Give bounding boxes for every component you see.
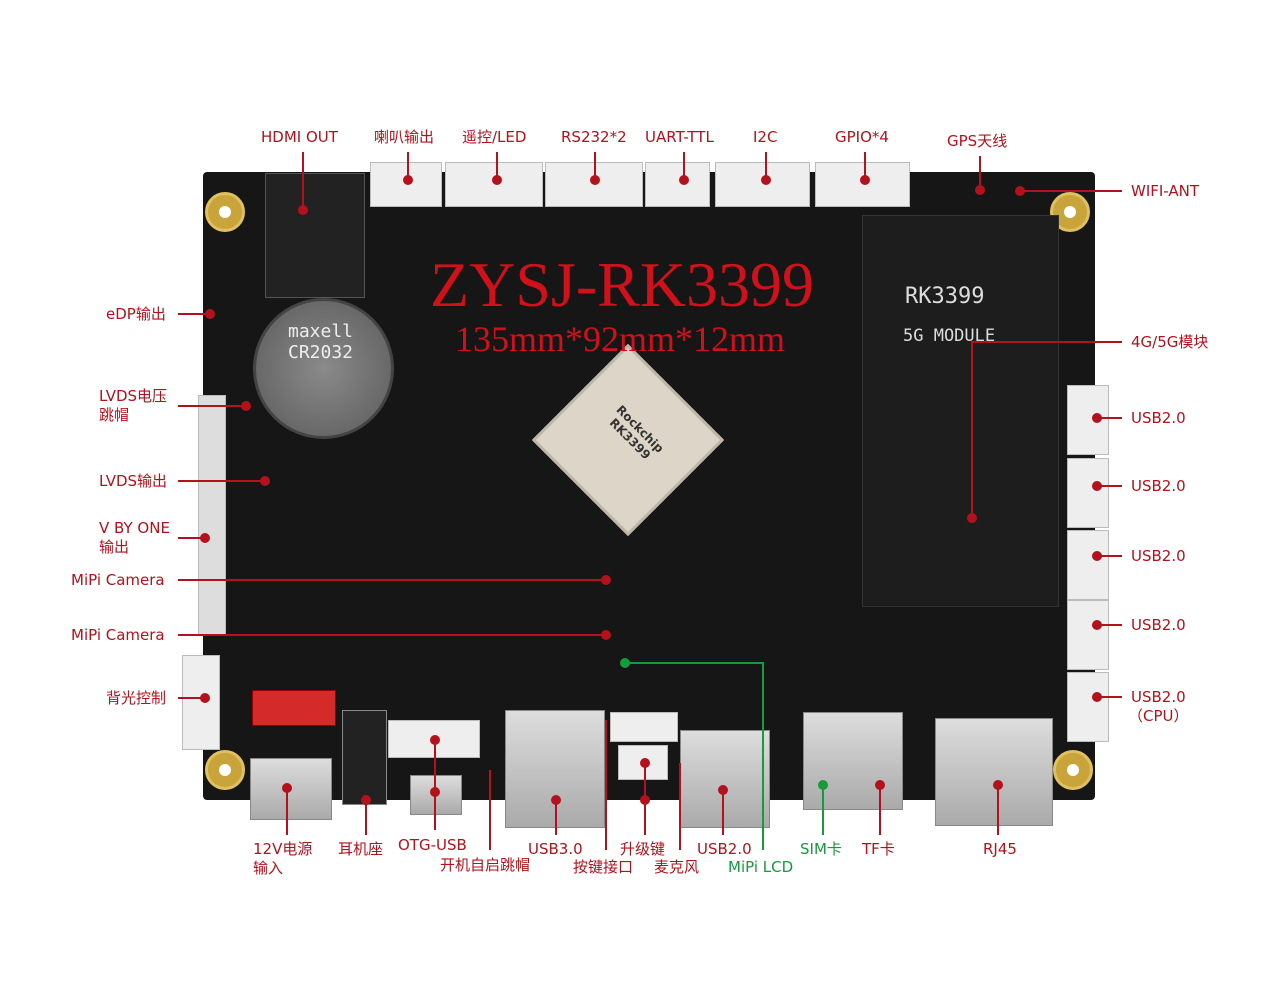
label-gpio: GPIO*4	[835, 128, 889, 146]
usb2-port	[680, 730, 770, 828]
label-upgrade: 升级键	[620, 840, 666, 858]
label-headphone: 耳机座	[338, 840, 384, 858]
coin-battery: maxell CR2032	[253, 298, 394, 439]
label-12v: 12V电源	[253, 840, 313, 858]
label-sim: SIM卡	[800, 840, 842, 858]
usb-header	[1067, 600, 1109, 670]
board-title: ZYSJ-RK3399	[430, 249, 815, 320]
label-vbyone: V BY ONE	[99, 519, 170, 537]
label-edp: eDP输出	[106, 305, 166, 323]
label-i2c: I2C	[753, 128, 778, 146]
label-usb2-1: USB2.0	[1131, 409, 1186, 427]
label-hdmi-out: HDMI OUT	[261, 128, 338, 146]
label-mipi-camera-1: MiPi Camera	[71, 571, 165, 589]
rj45-port	[935, 718, 1053, 826]
label-usb2-3: USB2.0	[1131, 547, 1186, 565]
label-usb3: USB3.0	[528, 840, 583, 858]
power-switch-header	[252, 690, 336, 726]
usb-header	[1067, 385, 1109, 455]
usb3-port	[505, 710, 605, 828]
ir-led-connector	[445, 162, 543, 207]
mount-hole	[1053, 750, 1093, 790]
label-vbyone-out: 输出	[99, 538, 130, 556]
label-4g5g: 4G/5G模块	[1131, 333, 1209, 351]
hdmi-port	[265, 173, 365, 298]
label-speaker: 喇叭输出	[374, 128, 435, 146]
label-ir-led: 遥控/LED	[462, 128, 527, 146]
label-mipi-lcd: MiPi LCD	[728, 858, 794, 876]
label-usb2-bottom: USB2.0	[697, 840, 752, 858]
uart-connector	[645, 162, 710, 207]
module-name: RK3399	[905, 284, 985, 309]
label-jumper: 跳帽	[99, 406, 130, 424]
label-mic: 麦克风	[654, 858, 700, 876]
label-cpu: （CPU）	[1128, 707, 1189, 725]
sim-tf-slot	[803, 712, 903, 810]
label-rj45: RJ45	[983, 840, 1017, 858]
label-tf: TF卡	[862, 840, 895, 858]
label-12v-input: 输入	[253, 859, 284, 877]
mount-hole	[205, 192, 245, 232]
i2c-connector	[715, 162, 810, 207]
usb-header	[1067, 672, 1109, 742]
label-mipi-camera-2: MiPi Camera	[71, 626, 165, 644]
mount-hole	[205, 750, 245, 790]
backlight-connector	[182, 655, 220, 750]
usb-header	[1067, 458, 1109, 528]
label-autostart: 开机自启跳帽	[440, 856, 531, 874]
label-gps: GPS天线	[947, 132, 1008, 150]
audio-jack	[342, 710, 387, 805]
key-header	[610, 712, 678, 742]
lvds-connector	[198, 395, 226, 635]
label-wifi-ant: WIFI-ANT	[1131, 182, 1200, 200]
label-usb2-4: USB2.0	[1131, 616, 1186, 634]
label-rs232: RS232*2	[561, 128, 627, 146]
5g-module: RK3399 5G MODULE	[862, 215, 1059, 607]
label-key-interface: 按键接口	[573, 858, 634, 876]
usb-header	[1067, 530, 1109, 600]
label-backlight: 背光控制	[106, 689, 167, 707]
board-dimensions: 135mm*92mm*12mm	[455, 319, 786, 359]
label-uart: UART-TTL	[645, 128, 714, 146]
label-lvds-voltage: LVDS电压	[99, 387, 168, 405]
label-usb2-5: USB2.0	[1131, 688, 1186, 706]
gpio-connector	[815, 162, 910, 207]
label-lvds-out: LVDS输出	[99, 472, 168, 490]
label-usb2-2: USB2.0	[1131, 477, 1186, 495]
label-otg: OTG-USB	[398, 836, 467, 854]
